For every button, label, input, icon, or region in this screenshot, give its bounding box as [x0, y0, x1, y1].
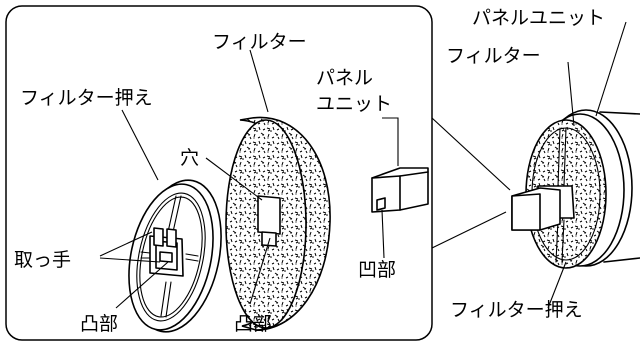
label-panel-unit-right: パネルユニット — [472, 7, 605, 29]
labels: フィルター パネル ユニット フィルター押え 穴 取っ手 凸部 凸部 凹部 パネ… — [14, 7, 605, 335]
zoom-connector-lines — [431, 117, 511, 249]
label-handle: 取っ手 — [14, 249, 71, 271]
filter-center — [225, 116, 331, 331]
filter-holder-left — [128, 179, 222, 333]
installed-view — [511, 109, 640, 269]
label-panel-unit-line1: パネル — [316, 67, 373, 89]
detail-frame — [5, 5, 433, 341]
label-filter-top: フィルター — [212, 31, 307, 53]
leader-lines — [99, 21, 627, 309]
label-convex-left: 凸部 — [80, 313, 118, 335]
label-filter-holder-right: フィルター押え — [450, 299, 583, 321]
panel-unit-block — [371, 167, 429, 213]
label-filter-right: フィルター — [446, 45, 541, 67]
label-convex-center: 凸部 — [234, 313, 272, 335]
label-filter-holder-left: フィルター押え — [20, 87, 153, 109]
label-hole: 穴 — [180, 147, 199, 169]
label-concave: 凹部 — [358, 259, 396, 281]
label-panel-unit-line2: ユニット — [316, 93, 392, 115]
